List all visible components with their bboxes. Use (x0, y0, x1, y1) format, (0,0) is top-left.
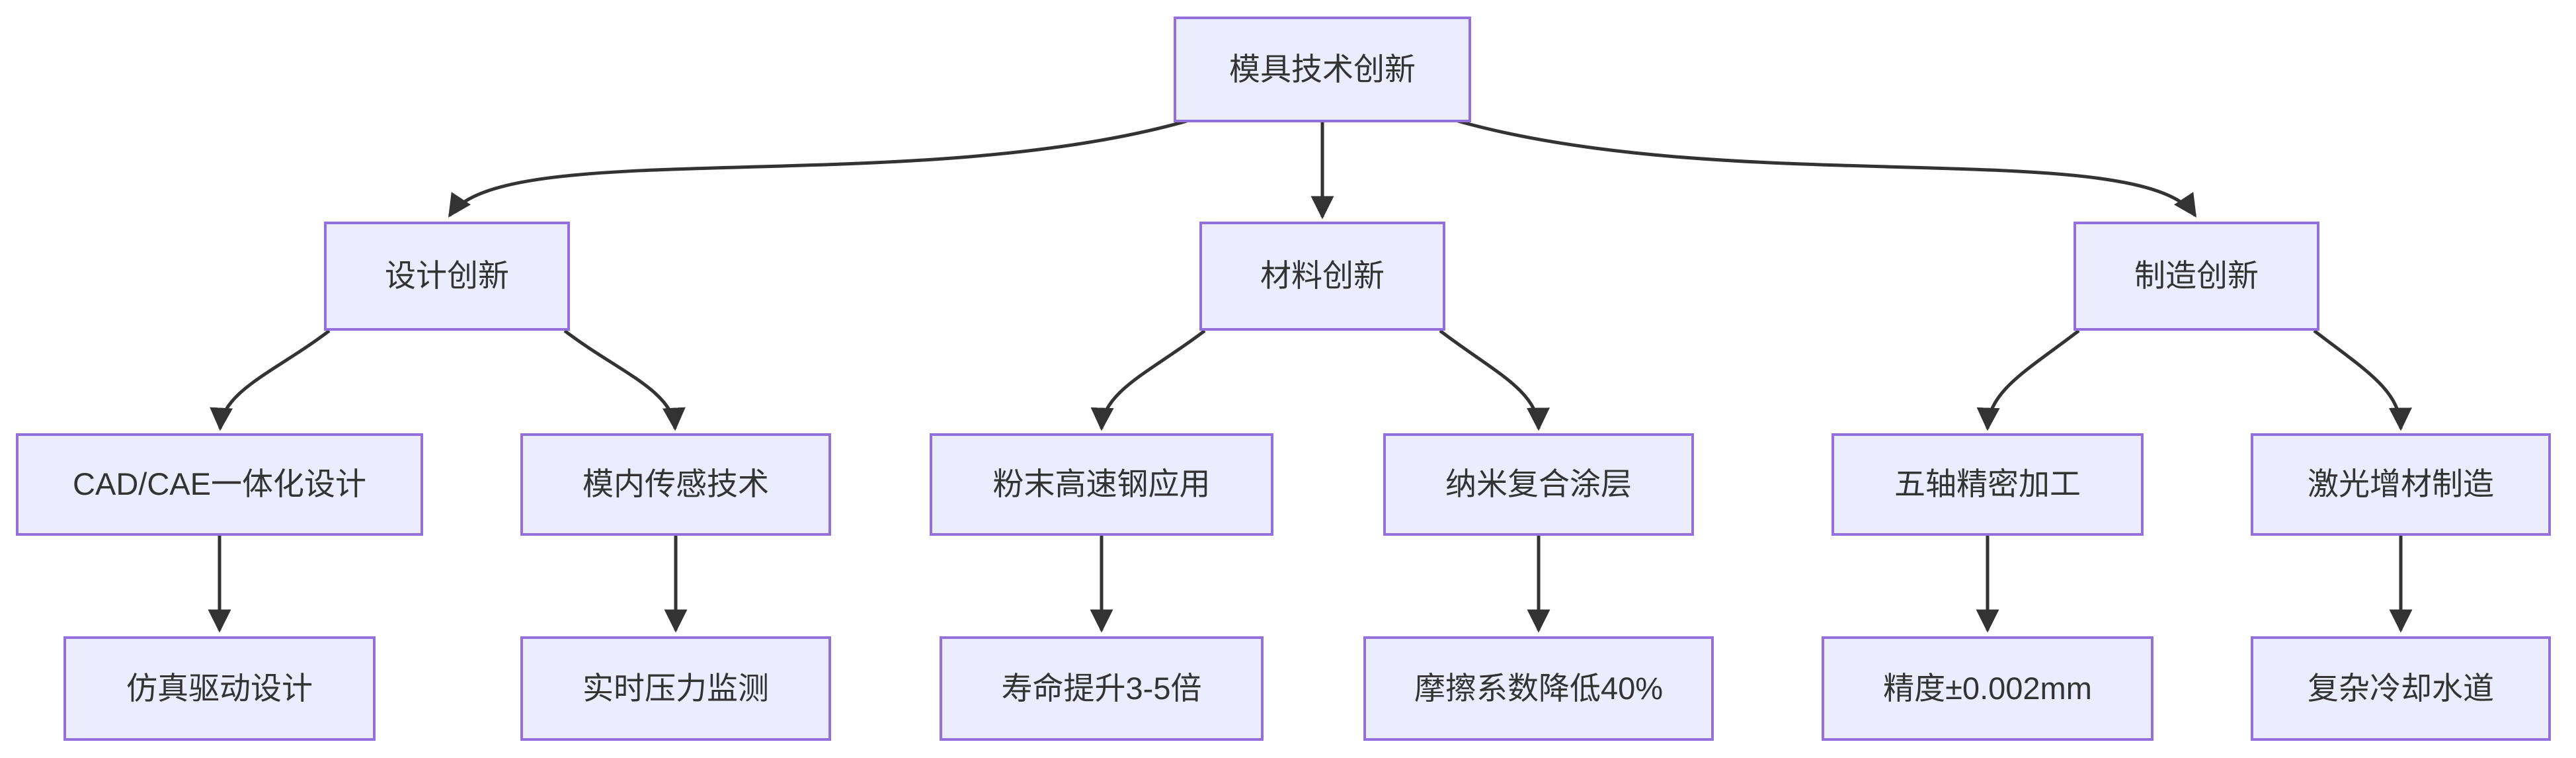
node-complex-cooling-channels: 复杂冷却水道 (2251, 636, 2551, 741)
node-manufacturing-innovation: 制造创新 (2073, 222, 2319, 331)
node-simulation-driven-design: 仿真驱动设计 (63, 636, 376, 741)
edge-material-nano (1439, 329, 1550, 431)
edge-root-design (448, 119, 1187, 218)
edge-design-sensor (563, 329, 686, 431)
node-life-increase: 寿命提升3-5倍 (940, 636, 1264, 741)
edge-root-manufacturing (1457, 119, 2197, 218)
edge-manufacturing-laser (2313, 329, 2412, 431)
node-mold-technology-innovation: 模具技术创新 (1174, 17, 1471, 122)
node-realtime-pressure-monitor: 实时压力监测 (520, 636, 831, 741)
node-powder-hss-application: 粉末高速钢应用 (930, 433, 1273, 536)
node-five-axis-precision: 五轴精密加工 (1831, 433, 2144, 536)
edge-design-cadcae (210, 329, 331, 431)
node-laser-additive: 激光增材制造 (2251, 433, 2551, 536)
node-accuracy-spec: 精度±0.002mm (1822, 636, 2153, 741)
node-material-innovation: 材料创新 (1199, 222, 1445, 331)
node-design-innovation: 设计创新 (324, 222, 570, 331)
edge-manufacturing-fiveaxis (1976, 329, 2080, 431)
edge-material-powder (1090, 329, 1206, 431)
node-in-mold-sensing: 模内传感技术 (520, 433, 831, 536)
node-cad-cae-integrated-design: CAD/CAE一体化设计 (16, 433, 423, 536)
node-friction-reduction: 摩擦系数降低40% (1363, 636, 1714, 741)
node-nano-composite-coating: 纳米复合涂层 (1383, 433, 1694, 536)
